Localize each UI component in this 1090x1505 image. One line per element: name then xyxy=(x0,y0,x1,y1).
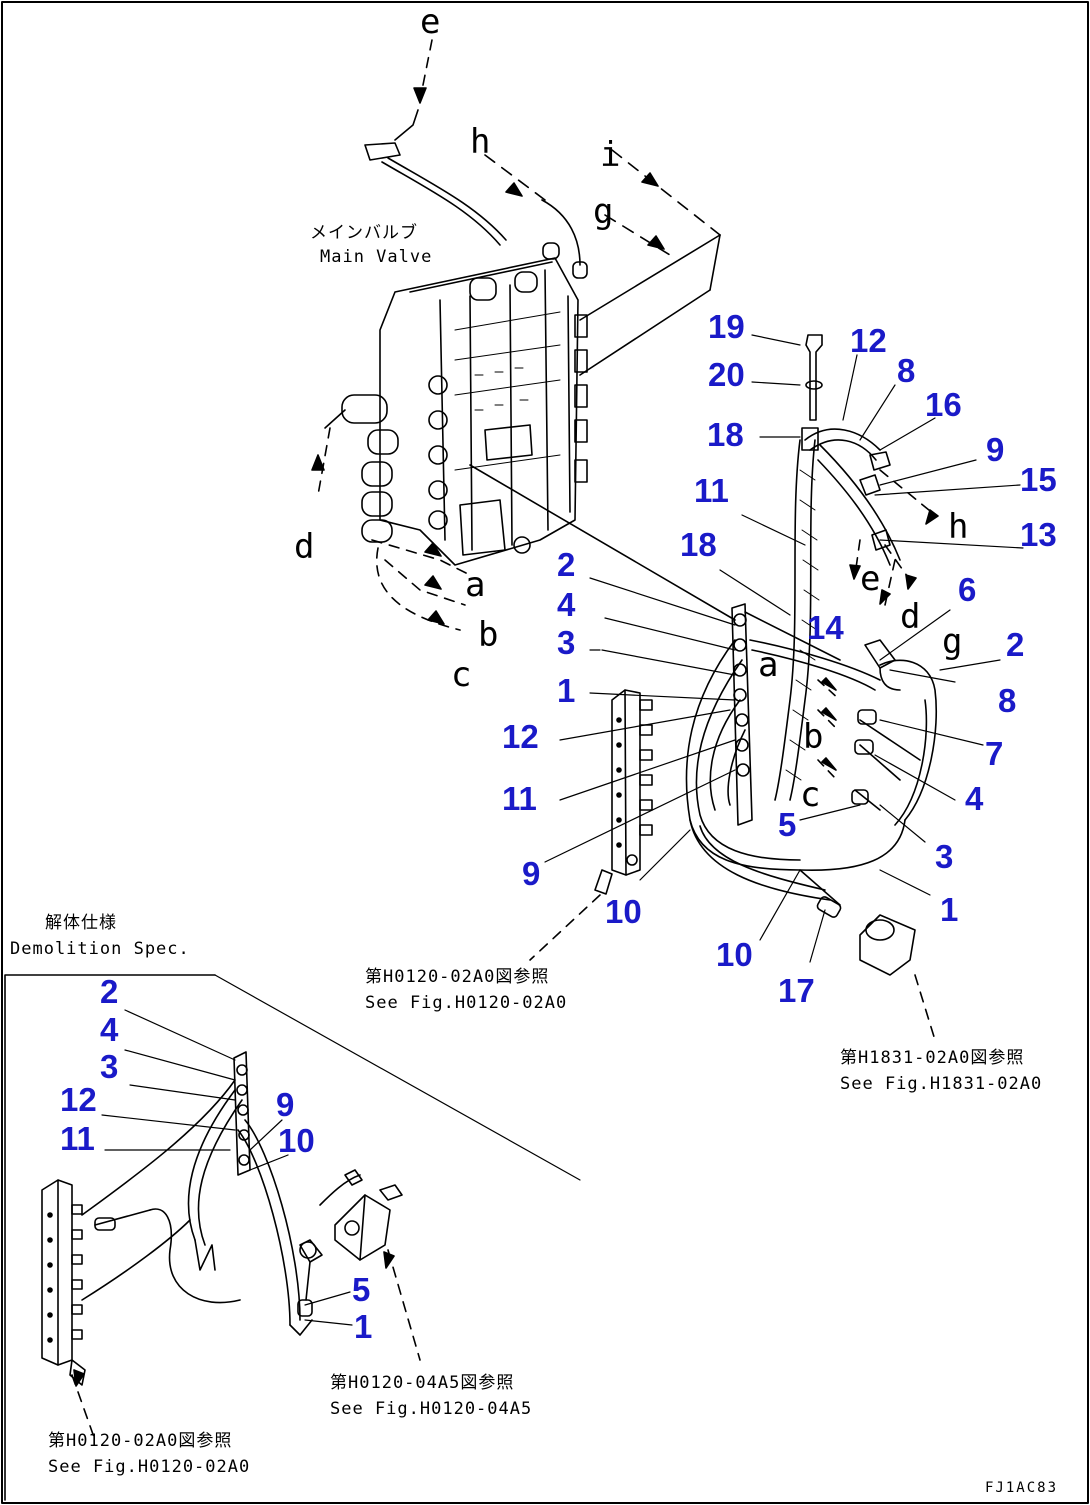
line-letter-g-top: g xyxy=(593,192,614,232)
reference-lower-left-en: See Fig.H0120-02A0 xyxy=(48,1457,251,1477)
demolition-spec-label-en: Demolition Spec. xyxy=(10,939,190,959)
callout-18-upper: 18 xyxy=(707,416,744,453)
line-letter-d-right: d xyxy=(900,597,921,637)
main-valve xyxy=(341,242,588,566)
reference-lower-mid-en: See Fig.H0120-04A5 xyxy=(330,1399,533,1419)
callout-16: 16 xyxy=(925,386,962,423)
callout-12-upper: 12 xyxy=(850,322,887,359)
callout-13: 13 xyxy=(1020,516,1057,553)
demolition-leaders xyxy=(101,1009,353,1326)
line-letter-c-right: c xyxy=(800,775,821,815)
main-valve-label-jp: メインバルブ xyxy=(310,223,418,243)
line-letter-c-left: c xyxy=(451,655,472,695)
reference-right-jp: 第H1831-02A0図参照 xyxy=(840,1048,1025,1068)
callout-4-right: 4 xyxy=(965,780,984,817)
callout-14: 14 xyxy=(807,609,844,646)
divider-line xyxy=(214,974,581,1181)
line-letter-h-top: h xyxy=(470,122,491,162)
callout-9-upper: 9 xyxy=(986,431,1005,468)
main-valve-label-en: Main Valve xyxy=(320,247,433,267)
line-letter-h-right: h xyxy=(948,507,969,547)
callout-8-upper: 8 xyxy=(897,352,916,389)
callout-3-right: 3 xyxy=(935,838,954,875)
demolition-callout-9: 9 xyxy=(276,1086,295,1123)
reference-upper-left-en: See Fig.H0120-02A0 xyxy=(365,993,568,1013)
callout-18-lower: 18 xyxy=(680,526,717,563)
line-letter-d-left: d xyxy=(294,527,315,567)
callout-1-manifold: 1 xyxy=(557,672,576,709)
callout-15: 15 xyxy=(1020,461,1057,498)
hose-bundle xyxy=(469,334,939,1041)
line-letter-a-right: a xyxy=(758,645,779,685)
reference-right-en: See Fig.H1831-02A0 xyxy=(840,1074,1043,1094)
callout-6: 6 xyxy=(958,571,977,608)
line-letter-b-right: b xyxy=(803,717,824,757)
callout-4-manifold: 4 xyxy=(557,586,576,623)
callout-10-left: 10 xyxy=(605,893,642,930)
demolition-callout-5: 5 xyxy=(352,1271,371,1308)
figure-code: FJ1AC83 xyxy=(985,1480,1059,1496)
line-letter-g-right: g xyxy=(942,622,963,662)
demolition-callout-10: 10 xyxy=(278,1122,315,1159)
demolition-callout-1: 1 xyxy=(354,1308,373,1345)
demolition-callout-4: 4 xyxy=(100,1011,119,1048)
demolition-callout-3: 3 xyxy=(100,1048,119,1085)
demolition-callout-11: 11 xyxy=(60,1120,95,1157)
reference-lower-left-jp: 第H0120-02A0図参照 xyxy=(48,1431,233,1451)
callout-1-right: 1 xyxy=(940,891,959,928)
manifold-block xyxy=(731,603,753,826)
callout-8-lower: 8 xyxy=(998,682,1017,719)
demolition-callout-2: 2 xyxy=(100,973,119,1010)
line-letter-i-top: i xyxy=(600,135,621,175)
pilot-line-e xyxy=(364,39,507,246)
callout-10-right: 10 xyxy=(716,936,753,973)
callout-2-right: 2 xyxy=(1006,626,1025,663)
demolition-spec-box xyxy=(4,974,421,1501)
callout-19: 19 xyxy=(708,308,745,345)
callout-11-bracket: 11 xyxy=(502,780,537,817)
callout-2-manifold: 2 xyxy=(557,546,576,583)
callout-5-right: 5 xyxy=(778,806,797,843)
callout-9-bracket: 9 xyxy=(522,855,541,892)
callout-12-bracket: 12 xyxy=(502,718,539,755)
reference-upper-left-jp: 第H0120-02A0図参照 xyxy=(365,967,550,987)
reference-lower-mid-jp: 第H0120-04A5図参照 xyxy=(330,1373,515,1393)
line-letter-e-right: e xyxy=(860,559,881,599)
callout-leaders xyxy=(544,334,1024,963)
line-letter-e-top: e xyxy=(420,2,441,42)
mounting-bracket xyxy=(529,689,653,961)
callout-11-upper: 11 xyxy=(694,472,729,509)
callout-20: 20 xyxy=(708,356,745,393)
demolition-spec-label-jp: 解体仕様 xyxy=(45,913,117,933)
line-letter-b-left: b xyxy=(478,615,499,655)
callout-7: 7 xyxy=(985,735,1004,772)
demolition-callout-12: 12 xyxy=(60,1081,97,1118)
callout-3-manifold: 3 xyxy=(557,624,576,661)
line-letter-a-left: a xyxy=(465,565,486,605)
valve-left-lines xyxy=(311,409,471,631)
callout-17: 17 xyxy=(778,972,815,1009)
